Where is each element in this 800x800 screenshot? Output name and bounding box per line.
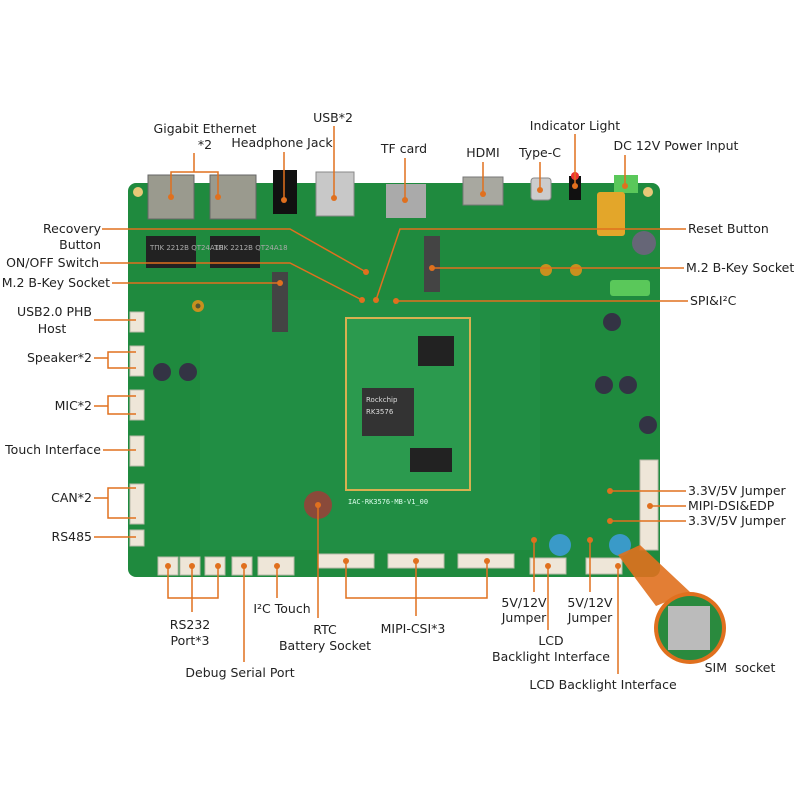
- label-speaker: Speaker*2: [26, 350, 92, 365]
- label-headphone-jack: Headphone Jack: [231, 135, 333, 150]
- label-usb: USB*2: [313, 110, 353, 125]
- svg-text:Rockchip: Rockchip: [366, 396, 398, 404]
- label-jumper-33-a: 3.3V/5V Jumper: [688, 483, 786, 498]
- label-rs485: RS485: [51, 529, 92, 544]
- label-jumper-512-a: 5V/12V: [501, 595, 547, 610]
- m2-socket: [424, 236, 440, 292]
- label-m2-left: M.2 B-Key Socket: [1, 275, 110, 290]
- label-jumper-512-a-2: Jumper: [501, 610, 547, 625]
- label-dc-power: DC 12V Power Input: [613, 138, 739, 153]
- headphone-jack: [273, 170, 297, 214]
- m2-socket: [272, 272, 288, 332]
- label-debug: Debug Serial Port: [185, 665, 295, 680]
- label-mipi-csi: MIPI-CSI*3: [380, 621, 446, 636]
- label-usb-phb: USB2.0 PHB: [16, 304, 92, 319]
- usb-port: [315, 171, 355, 217]
- mounting-hole: [643, 187, 653, 197]
- label-mipi-dsi: MIPI-DSI&EDP: [688, 498, 775, 513]
- label-lcd-backlight-a: LCD: [538, 633, 564, 648]
- label-tf-card: TF card: [380, 141, 428, 156]
- svg-text:TΠK 2212B QT24A18: TΠK 2212B QT24A18: [149, 244, 224, 252]
- label-type-c: Type-C: [519, 145, 561, 160]
- label-i2c-touch: I²C Touch: [253, 601, 311, 616]
- label-jumper-33-b: 3.3V/5V Jumper: [688, 513, 786, 528]
- label-mic: MIC*2: [54, 398, 92, 413]
- label-gigabit-ethernet-count: *2: [197, 137, 213, 152]
- svg-text:IAC-RK3576-MB-V1_00: IAC-RK3576-MB-V1_00: [348, 498, 428, 506]
- label-lcd-backlight-a-2: Backlight Interface: [492, 649, 610, 664]
- svg-text:RK3576: RK3576: [366, 408, 394, 416]
- label-onoff: ON/OFF Switch: [6, 255, 99, 270]
- mounting-hole: [133, 187, 143, 197]
- label-reset: Reset Button: [688, 221, 769, 236]
- label-usb-phb-2: Host: [37, 321, 67, 336]
- sim-socket: [668, 606, 710, 650]
- label-touch: Touch Interface: [5, 442, 101, 457]
- label-indicator-light: Indicator Light: [529, 118, 621, 133]
- soc-chip: [362, 388, 414, 436]
- label-rtc: RTC: [313, 622, 337, 637]
- label-hdmi: HDMI: [466, 145, 500, 160]
- leader-dots: [165, 183, 653, 569]
- label-gigabit-ethernet: Gigabit Ethernet: [153, 121, 257, 136]
- label-rs232: RS232: [169, 617, 211, 632]
- label-spi-i2c: SPI&I²C: [690, 293, 737, 308]
- label-jumper-512-b-2: Jumper: [567, 610, 613, 625]
- label-sim: SIM socket: [704, 660, 776, 675]
- label-rtc-2: Battery Socket: [278, 638, 372, 653]
- leader-lines: [94, 126, 688, 674]
- label-recovery: Recovery: [43, 221, 101, 236]
- svg-text:TΠK 2212B QT24A18: TΠK 2212B QT24A18: [213, 244, 288, 252]
- label-rs232-2: Port*3: [170, 633, 210, 648]
- label-lcd-backlight-b: LCD Backlight Interface: [529, 677, 677, 692]
- label-recovery-2: Button: [59, 237, 101, 252]
- label-m2-right: M.2 B-Key Socket: [686, 260, 795, 275]
- label-jumper-512-b: 5V/12V: [567, 595, 613, 610]
- label-can: CAN*2: [51, 490, 92, 505]
